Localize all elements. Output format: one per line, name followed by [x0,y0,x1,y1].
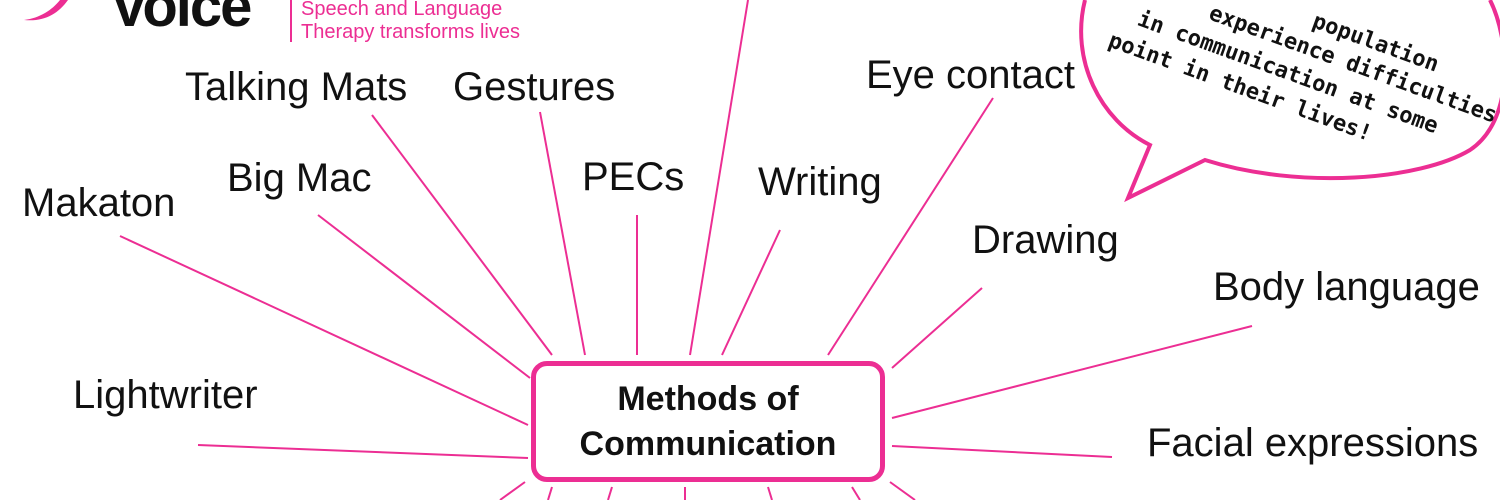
central-topic-line-1: Methods of [617,380,799,419]
node-drawing: Drawing [972,218,1119,262]
spoke-bottom-6 [851,486,861,500]
spoke-facial-expressions [891,445,1113,458]
spoke-bottom-3 [607,486,613,500]
node-makaton: Makaton [22,181,176,225]
spoke-body-language [891,325,1253,419]
node-pecs: PECs [582,155,685,199]
logo-tagline-1: Speech and Language [301,0,503,20]
node-lightwriter: Lightwriter [73,373,258,417]
spoke-gestures [539,111,586,356]
spoke-makaton [119,235,529,426]
spoke-bottom-7 [889,481,916,500]
spoke-bottom-5 [767,486,773,500]
spoke-top [689,0,749,356]
spoke-talking-mats [371,114,553,356]
voice-logo: Voice Speech and Language Therapy transf… [0,0,540,48]
speech-bubble: population experience difficulties in co… [1079,0,1500,203]
spoke-eye-contact [827,97,994,356]
logo-tagline-2: Therapy transforms lives [301,21,520,43]
logo-divider [290,0,292,42]
spoke-lightwriter [197,444,529,459]
node-body-language: Body language [1213,265,1480,309]
spoke-bottom-1 [499,481,526,500]
node-gestures: Gestures [453,65,616,109]
central-topic-box: Methods of Communication [531,361,885,482]
spoke-bottom-2 [547,486,553,500]
node-facial-expressions: Facial expressions [1147,421,1479,465]
spoke-writing [721,229,781,356]
central-topic-line-2: Communication [579,424,837,463]
node-writing: Writing [758,160,882,204]
node-eye-contact: Eye contact [866,53,1076,97]
logo-wordmark: Voice [110,0,252,39]
node-big-mac: Big Mac [227,156,372,200]
logo-swoosh-icon [24,0,68,21]
spoke-big-mac [317,214,531,379]
spoke-drawing [891,287,983,369]
node-talking-mats: Talking Mats [185,65,408,109]
